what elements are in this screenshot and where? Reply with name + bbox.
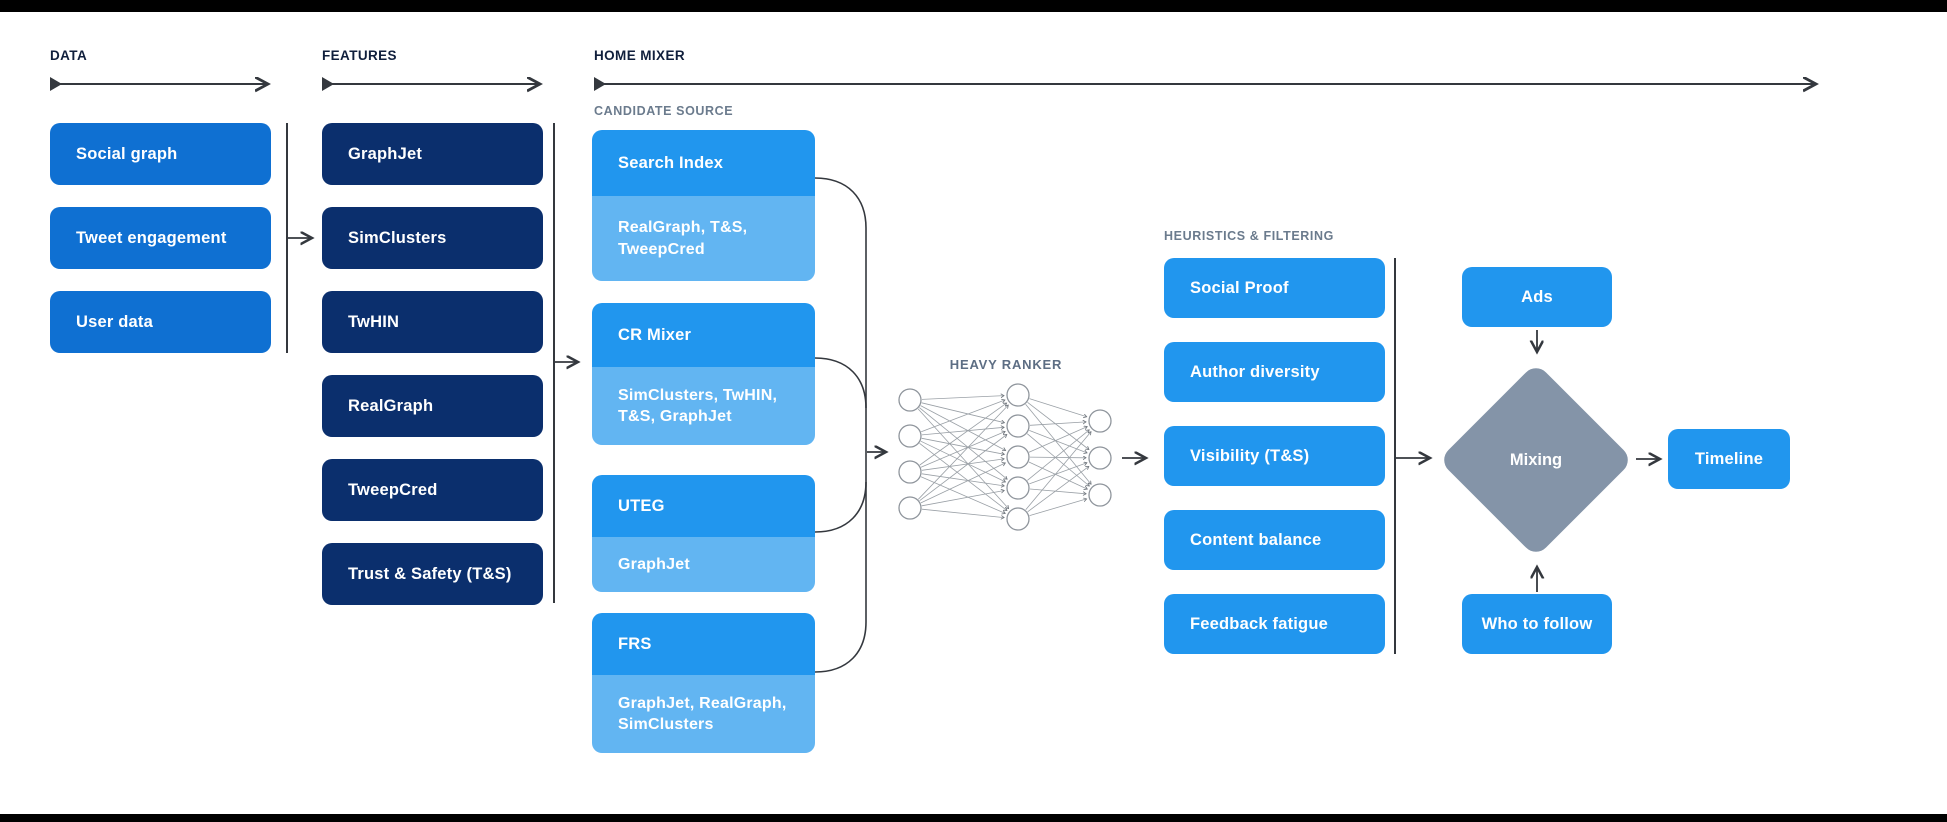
feature-box-realgraph: RealGraph xyxy=(322,375,543,437)
candidate-sources: SimClusters, TwHIN, T&S, GraphJet xyxy=(592,367,815,445)
neuron-node xyxy=(898,496,922,520)
section-header-features: FEATURES xyxy=(322,48,397,63)
candidate-name: Search Index xyxy=(592,130,815,196)
subsection-header-candidate-source: CANDIDATE SOURCE xyxy=(594,104,734,118)
candidate-box-cr-mixer: CR Mixer SimClusters, TwHIN, T&S, GraphJ… xyxy=(592,303,815,445)
heavy-ranker-label: HEAVY RANKER xyxy=(949,357,1063,372)
curve-uteg xyxy=(814,481,867,533)
neuron-node xyxy=(898,388,922,412)
feature-box-graphjet: GraphJet xyxy=(322,123,543,185)
feature-box-trust-safety: Trust & Safety (T&S) xyxy=(322,543,543,605)
curve-frs xyxy=(814,621,867,673)
neuron-node xyxy=(898,424,922,448)
curve-search-index xyxy=(814,177,867,229)
candidate-box-uteg: UTEG GraphJet xyxy=(592,475,815,592)
heuristic-box-author-diversity: Author diversity xyxy=(1164,342,1385,402)
section-header-data: DATA xyxy=(50,48,88,63)
feature-box-twhin: TwHIN xyxy=(322,291,543,353)
neuron-node xyxy=(1006,445,1030,469)
heuristic-box-social-proof: Social Proof xyxy=(1164,258,1385,318)
neuron-node xyxy=(1006,383,1030,407)
neuron-node xyxy=(1088,483,1112,507)
neuron-node xyxy=(1006,414,1030,438)
data-box-user-data: User data xyxy=(50,291,271,353)
neuron-node xyxy=(1088,409,1112,433)
heavy-ranker-network xyxy=(898,383,1112,531)
data-box-social-graph: Social graph xyxy=(50,123,271,185)
candidate-box-search-index: Search Index RealGraph, T&S, TweepCred xyxy=(592,130,815,281)
candidate-sources: GraphJet xyxy=(592,537,815,592)
candidate-name: CR Mixer xyxy=(592,303,815,367)
neuron-node xyxy=(1006,507,1030,531)
neuron-node xyxy=(1006,476,1030,500)
subsection-header-heuristics-filtering: HEURISTICS & FILTERING xyxy=(1164,229,1334,243)
section-header-home-mixer: HOME MIXER xyxy=(594,48,686,63)
feature-box-simclusters: SimClusters xyxy=(322,207,543,269)
candidate-sources: RealGraph, T&S, TweepCred xyxy=(592,196,815,281)
who-to-follow-box: Who to follow xyxy=(1462,594,1612,654)
candidate-name: UTEG xyxy=(592,475,815,537)
data-box-tweet-engagement: Tweet engagement xyxy=(50,207,271,269)
candidate-name: FRS xyxy=(592,613,815,675)
candidate-sources: GraphJet, RealGraph, SimClusters xyxy=(592,675,815,753)
heuristic-box-feedback-fatigue: Feedback fatigue xyxy=(1164,594,1385,654)
bottom-frame-bar xyxy=(0,814,1947,822)
top-frame-bar xyxy=(0,0,1947,12)
curve-cr-mixer xyxy=(814,357,867,409)
feature-box-tweepcred: TweepCred xyxy=(322,459,543,521)
heuristic-box-visibility: Visibility (T&S) xyxy=(1164,426,1385,486)
neuron-node xyxy=(1088,446,1112,470)
ads-box: Ads xyxy=(1462,267,1612,327)
candidate-box-frs: FRS GraphJet, RealGraph, SimClusters xyxy=(592,613,815,753)
mixing-label: Mixing xyxy=(1509,450,1563,469)
heuristic-box-content-balance: Content balance xyxy=(1164,510,1385,570)
neuron-node xyxy=(898,460,922,484)
timeline-box: Timeline xyxy=(1668,429,1790,489)
